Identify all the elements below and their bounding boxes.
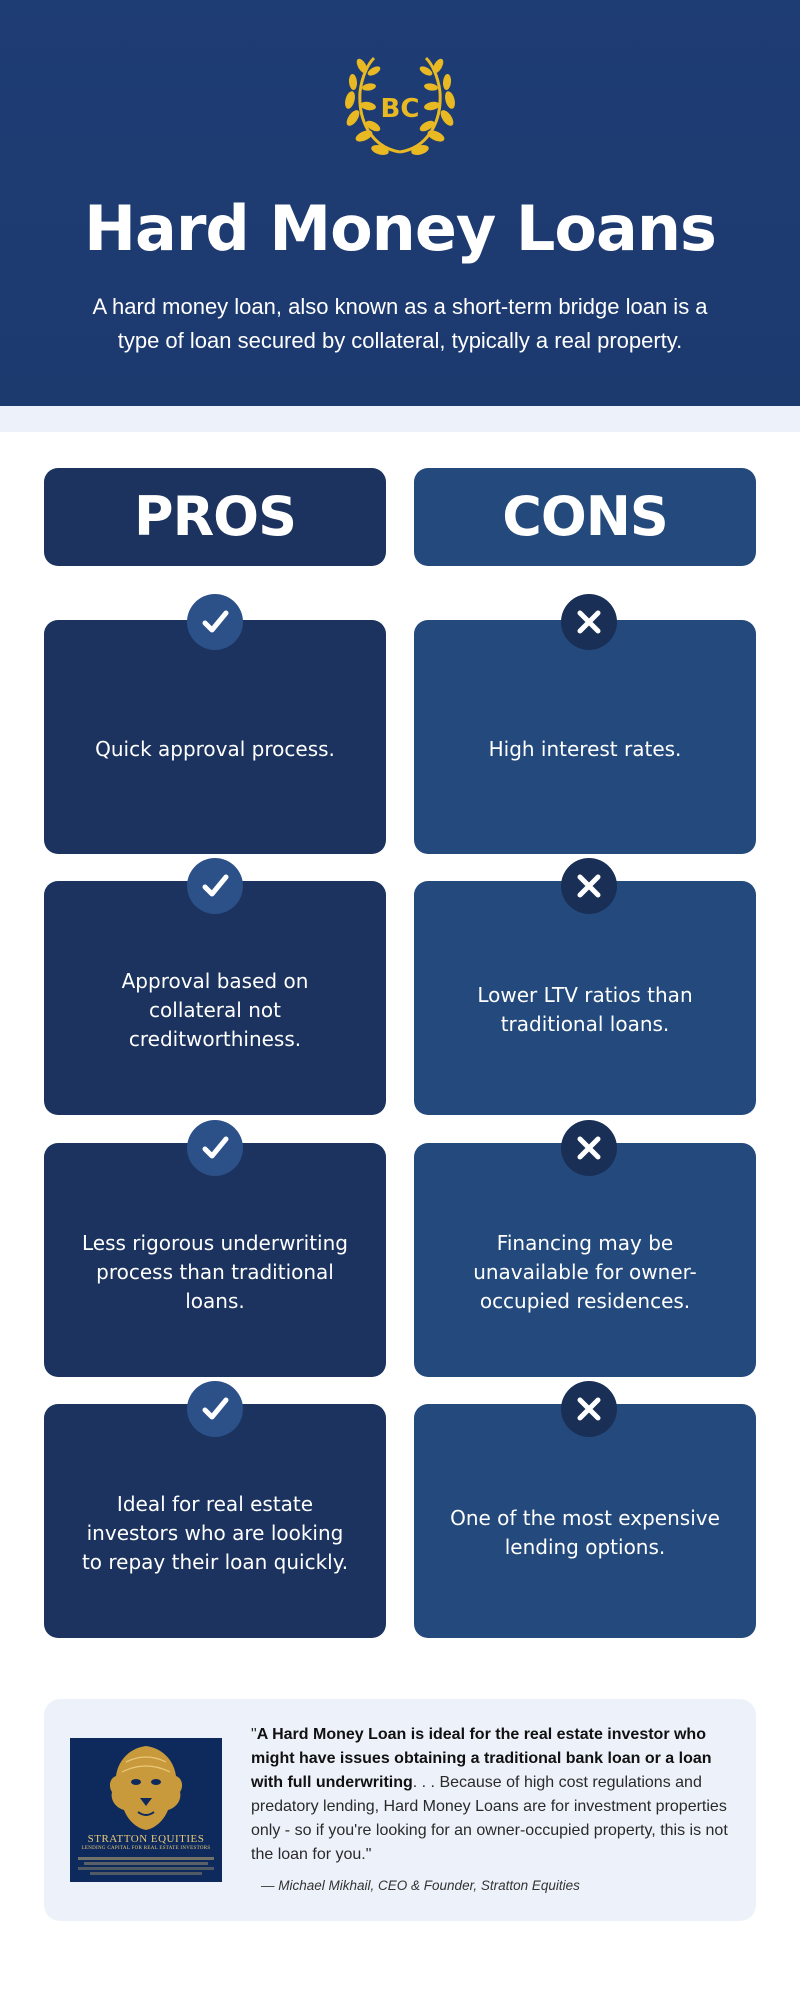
laurel-logo: BC	[345, 55, 459, 159]
con-text: One of the most expensive lending option…	[450, 1506, 720, 1559]
pro-text: Less rigorous underwriting process than …	[82, 1230, 348, 1313]
stratton-equities-logo: STRATTON EQUITIES LENDING CAPITAL FOR RE…	[70, 1738, 222, 1882]
divider-band	[0, 406, 800, 432]
check-icon	[187, 858, 243, 914]
check-icon	[187, 1120, 243, 1176]
cons-heading: CONS	[414, 468, 756, 566]
quote-attribution: — Michael Mikhail, CEO & Founder, Stratt…	[261, 1878, 580, 1893]
x-icon	[561, 1120, 617, 1176]
pros-heading: PROS	[44, 468, 386, 566]
x-icon	[561, 858, 617, 914]
quote-open-mark: "	[251, 1726, 257, 1743]
con-text: Financing may be unavailable for owner-o…	[473, 1230, 697, 1313]
con-card: Lower LTV ratios than traditional loans.	[414, 881, 756, 1115]
lion-icon	[109, 1746, 183, 1830]
header-banner: BC Hard Money Loans A hard money loan, a…	[0, 0, 800, 406]
page-subtitle: A hard money loan, also known as a short…	[92, 294, 708, 353]
x-icon	[561, 594, 617, 650]
con-card: Financing may be unavailable for owner-o…	[414, 1143, 756, 1377]
pro-card: Approval based on collateral not creditw…	[44, 881, 386, 1115]
quote-rest: . . . Because of high cost regulations a…	[251, 1774, 728, 1863]
quote-text: "A Hard Money Loan is ideal for the real…	[251, 1723, 729, 1867]
fine-print	[78, 1856, 214, 1877]
x-icon	[561, 1381, 617, 1437]
logo-monogram: BC	[381, 94, 420, 124]
con-text: Lower LTV ratios than traditional loans.	[477, 983, 693, 1036]
brand-name: STRATTON EQUITIES	[87, 1833, 205, 1845]
pro-text: Quick approval process.	[95, 736, 335, 761]
page-title: Hard Money Loans	[84, 192, 717, 265]
con-text: High interest rates.	[488, 736, 682, 761]
pro-card: Less rigorous underwriting process than …	[44, 1143, 386, 1377]
brand-tagline: LENDING CAPITAL FOR REAL ESTATE INVESTOR…	[81, 1846, 211, 1851]
pro-text: Ideal for real estate investors who are …	[81, 1491, 349, 1574]
con-card: High interest rates.	[414, 620, 756, 854]
check-icon	[187, 1381, 243, 1437]
pro-text: Approval based on collateral not creditw…	[121, 968, 309, 1051]
pro-card: Quick approval process.	[44, 620, 386, 854]
pro-card: Ideal for real estate investors who are …	[44, 1404, 386, 1638]
check-icon	[187, 594, 243, 650]
con-card: One of the most expensive lending option…	[414, 1404, 756, 1638]
quote-bold: A Hard Money Loan is ideal for the real …	[251, 1726, 712, 1791]
